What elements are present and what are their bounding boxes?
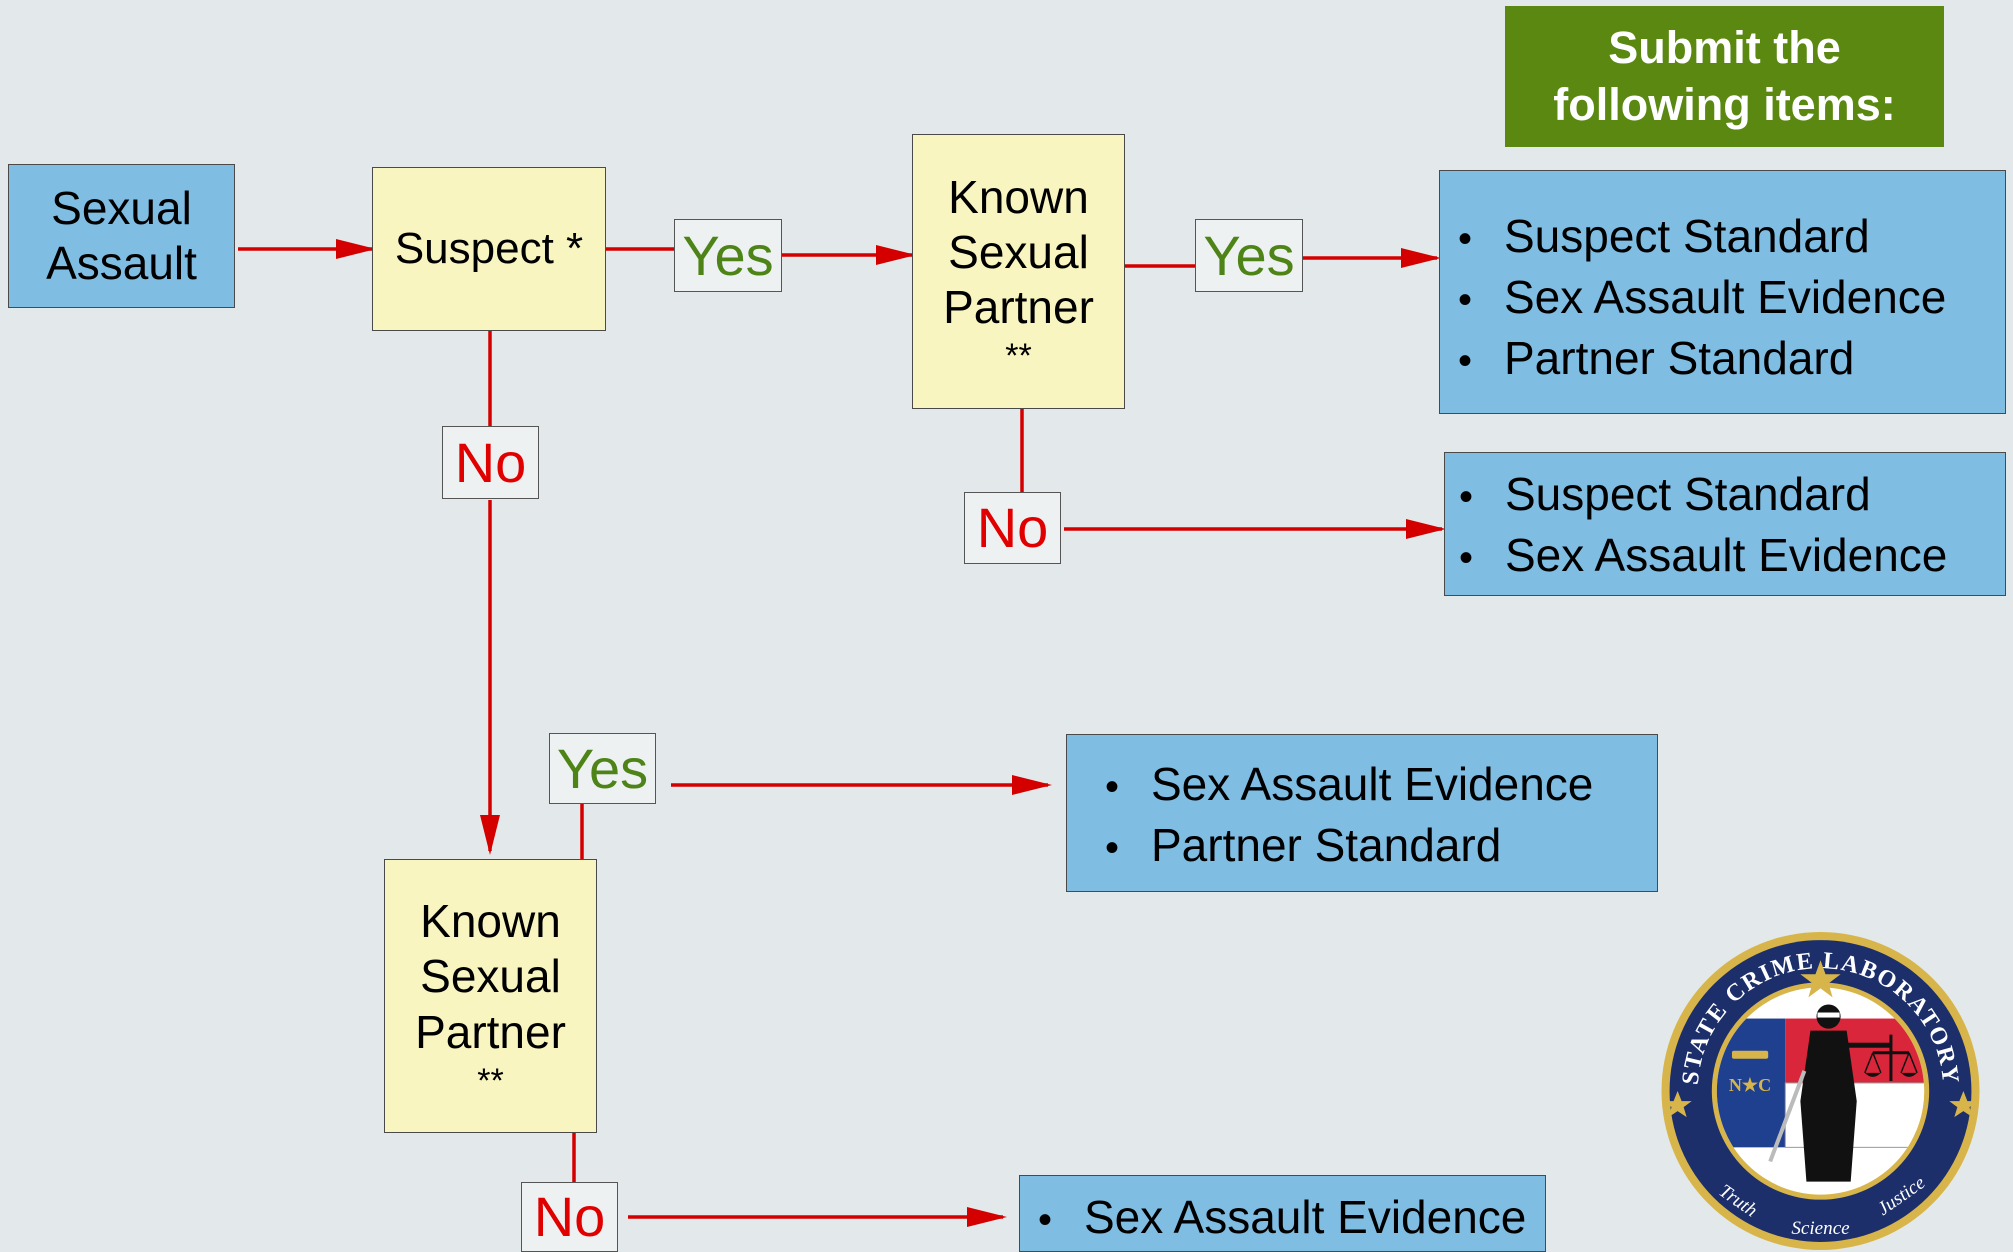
bullet-icon: • [1458,278,1473,322]
node-known-partner-bottom: Known Sexual Partner ** [384,859,597,1133]
label-yes-partner-top: Yes [1195,219,1303,292]
submit-header-line2: following items: [1553,78,1896,130]
node-partner-bottom-line1: Known [420,895,561,948]
outcome-item-label: Partner Standard [1151,819,1502,871]
outcome-item: • Sex Assault Evidence [1105,755,1657,816]
node-partner-bottom-stars: ** [477,1061,504,1100]
outcome-item-label: Sex Assault Evidence [1505,529,1948,581]
node-partner-top-line2: Sexual [948,225,1089,278]
label-no-partner-bottom: No [521,1182,618,1252]
outcome-item-label: Sex Assault Evidence [1504,271,1947,323]
bullet-icon: • [1105,765,1120,809]
node-suspect: Suspect * [372,167,606,331]
outcome-item: • Partner Standard [1105,816,1657,877]
bullet-icon: • [1459,475,1474,519]
outcome-item: • Sex Assault Evidence [1459,526,2005,587]
node-partner-top-stars: ** [1005,337,1032,376]
bullet-icon: • [1105,826,1120,870]
bullet-icon: • [1458,217,1473,261]
outcome-item-label: Partner Standard [1504,332,1855,384]
outcome-item-label: Suspect Standard [1504,210,1870,262]
outcome-item: • Suspect Standard [1458,207,2005,268]
label-no-suspect: No [442,426,539,499]
flag-ribbon [1731,1050,1769,1059]
node-partner-bottom-line3: Partner [415,1005,566,1058]
node-suspect-text: Suspect * [394,223,584,273]
label-no-partner-top: No [964,492,1061,564]
outcome-item: • Partner Standard [1458,329,2005,390]
seal-star-right [1949,1091,1978,1118]
node-partner-bottom-line2: Sexual [420,950,561,1003]
node-known-partner-top: Known Sexual Partner ** [912,134,1125,409]
bullet-icon: • [1458,339,1473,383]
outcome-item: • Sex Assault Evidence [1458,268,2005,329]
node-sexual-assault: Sexual Assault [8,164,235,308]
node-sexual-assault-line1: Sexual [51,181,192,234]
bullet-icon: • [1038,1198,1053,1242]
outcome-list-1: • Suspect Standard • Sex Assault Evidence • P… [1439,170,2006,414]
state-crime-laboratory-seal: N★C STATE CRIME LABORATORY Tr [1661,932,1980,1250]
submit-header: Submit the following items: [1505,6,1944,147]
flag-state-letters: N★C [1729,1075,1771,1095]
label-yes-suspect: Yes [674,219,782,292]
outcome-item: • Sex Assault Evidence [1038,1188,1545,1249]
outcome-list-2: • Suspect Standard • Sex Assault Evidence [1444,452,2006,596]
lady-justice-figure-icon [1768,1004,1918,1182]
label-yes-partner-bottom: Yes [549,733,656,804]
outcome-list-3: • Sex Assault Evidence • Partner Standard [1066,734,1658,892]
node-partner-top-line3: Partner [943,281,1094,334]
node-partner-top-line1: Known [948,170,1089,223]
bullet-icon: • [1459,536,1474,580]
submit-header-line1: Submit the [1608,22,1841,74]
node-sexual-assault-line2: Assault [46,237,197,289]
outcome-item-label: Sex Assault Evidence [1151,758,1594,810]
outcome-item: • Suspect Standard [1459,465,2005,526]
outcome-item-label: Sex Assault Evidence [1084,1191,1527,1243]
outcome-item-label: Suspect Standard [1505,468,1871,520]
outcome-list-4: • Sex Assault Evidence [1019,1175,1546,1252]
seal-star-left [1663,1091,1692,1118]
seal-bottom-mid-text: Science [1791,1218,1850,1239]
seal-star-top [1800,960,1841,998]
